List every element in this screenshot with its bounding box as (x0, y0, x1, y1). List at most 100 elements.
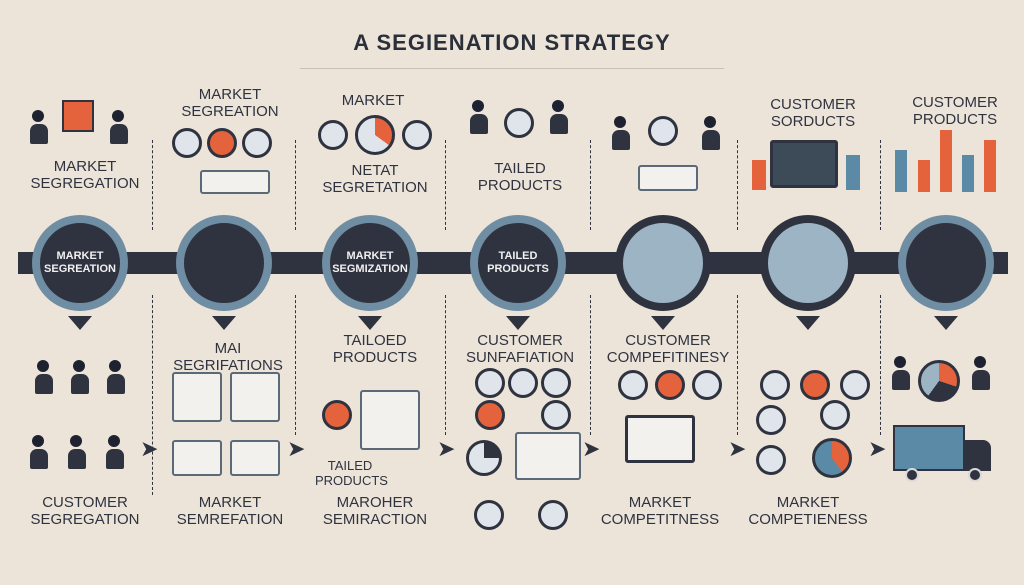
arrow-right-icon: ➤ (728, 436, 747, 461)
chart-bar (752, 160, 766, 190)
process-node-7 (898, 215, 994, 311)
connector-line (590, 140, 592, 230)
wheel-icon (905, 468, 919, 482)
pie-icon (466, 440, 502, 476)
arrow-right-icon: ➤ (868, 436, 887, 461)
target-icon (242, 128, 272, 158)
wheel-icon (968, 468, 982, 482)
truck-icon (893, 425, 965, 471)
target-icon (207, 128, 237, 158)
top-label-6: CUSTOMER SORDUCTS (770, 96, 856, 130)
connector-line (737, 140, 739, 230)
chevron-down-icon (212, 316, 236, 330)
person-icon (702, 116, 720, 150)
chart-bar (846, 155, 860, 190)
target-icon (508, 368, 538, 398)
monitor-icon (625, 415, 695, 463)
stage-icon (200, 170, 270, 194)
node-label: MARKET SEGREATION (44, 250, 116, 275)
target-icon (172, 128, 202, 158)
truck-cab-icon (965, 440, 991, 471)
top-label-2: MARKET SEGREATION (181, 86, 279, 120)
chevron-down-icon (651, 316, 675, 330)
connector-line (590, 295, 592, 435)
person-icon (470, 100, 488, 134)
person-icon (107, 360, 125, 394)
target-icon (541, 368, 571, 398)
chevron-down-icon (68, 316, 92, 330)
report-panel (230, 372, 280, 422)
connector-line (295, 140, 297, 230)
connector-line (880, 140, 882, 230)
target-icon (648, 116, 678, 146)
chevron-down-icon (506, 316, 530, 330)
target-icon (474, 500, 504, 530)
footer-label-1: CUSTOMER SEGREGATION (30, 494, 140, 528)
bottom-label-4: CUSTOMER COMPEFITINESY (606, 332, 730, 366)
target-icon (655, 370, 685, 400)
target-icon (318, 120, 348, 150)
person-icon (71, 360, 89, 394)
top-label-7: CUSTOMER PRODUCTS (912, 94, 998, 128)
pie-icon (918, 360, 960, 402)
footer-label-2: MARKET SEMREFATION (176, 494, 284, 528)
page-title: A SEGIENATION STRATEGY (353, 30, 671, 55)
person-icon (30, 435, 48, 469)
bottom-label-2: TAILOED PRODUCTS (332, 332, 418, 366)
person-icon (612, 116, 630, 150)
connector-line (880, 295, 882, 435)
target-icon (756, 405, 786, 435)
report-panel (230, 440, 280, 476)
person-icon (892, 356, 910, 390)
node-label: TAILED PRODUCTS (487, 250, 549, 275)
title-divider (300, 68, 724, 69)
machine-icon (638, 165, 698, 191)
connector-line (295, 295, 297, 435)
top-label-5: TAILED PRODUCTS (477, 160, 563, 194)
footer-label-3: MAROHER SEMIRACTION (322, 494, 428, 528)
connector-line (445, 140, 447, 230)
target-icon (538, 500, 568, 530)
target-icon (800, 370, 830, 400)
person-icon (35, 360, 53, 394)
dashboard-icon (770, 140, 838, 188)
target-icon (840, 370, 870, 400)
person-icon (30, 110, 48, 144)
report-panel (172, 372, 222, 422)
top-label-3: MARKET (341, 92, 405, 109)
target-icon (760, 370, 790, 400)
chart-bar (895, 150, 907, 192)
person-icon (550, 100, 568, 134)
connector-line (445, 295, 447, 435)
target-icon (756, 445, 786, 475)
target-icon (475, 368, 505, 398)
bottom-label-1: MAI SEGRIFATIONS (173, 340, 283, 374)
target-icon (402, 120, 432, 150)
list-panel (360, 390, 420, 450)
chart-bar (984, 140, 996, 192)
arrow-right-icon: ➤ (437, 436, 456, 461)
chevron-down-icon (358, 316, 382, 330)
chart-bar (940, 130, 952, 192)
board-icon (62, 100, 94, 132)
bottom-label-5: TAILED PRODUCTS (315, 458, 388, 488)
target-icon (475, 400, 505, 430)
process-node-2 (176, 215, 272, 311)
top-label-1: MARKET SEGREGATION (30, 158, 140, 192)
bottom-label-3: CUSTOMER SUNFAFIATION (465, 332, 575, 366)
arrow-right-icon: ➤ (582, 436, 601, 461)
arrow-right-icon: ➤ (140, 436, 159, 461)
process-node-5 (615, 215, 711, 311)
target-icon (322, 400, 352, 430)
list-panel (515, 432, 581, 480)
connector-line (737, 295, 739, 435)
chart-bar (962, 155, 974, 192)
chevron-down-icon (796, 316, 820, 330)
chevron-down-icon (934, 316, 958, 330)
pie-icon (812, 438, 852, 478)
connector-line (152, 295, 154, 495)
target-icon (504, 108, 534, 138)
process-node-3: MARKET SEGMIZATION (322, 215, 418, 311)
footer-label-4: MARKET COMPETITNESS (600, 494, 720, 528)
process-node-6 (760, 215, 856, 311)
